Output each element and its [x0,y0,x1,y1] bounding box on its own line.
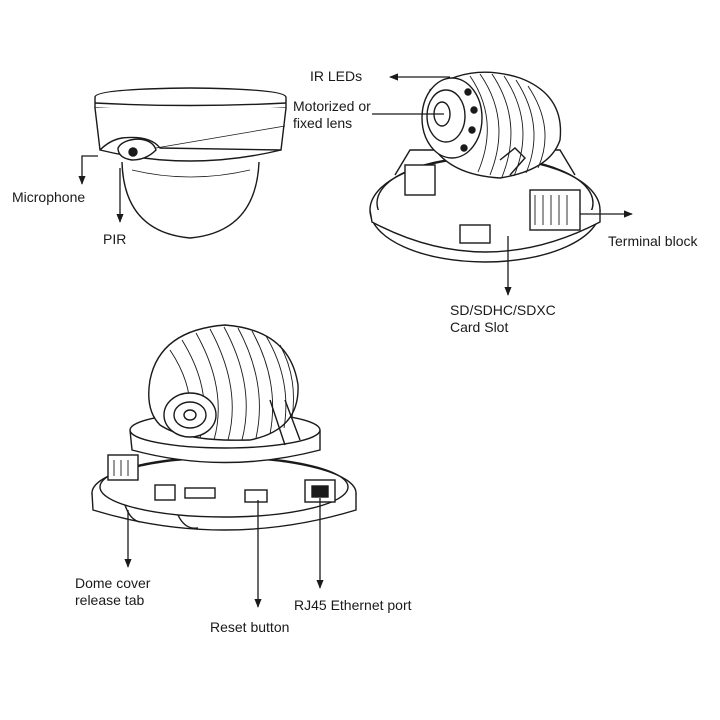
label-pir: PIR [103,231,127,247]
label-lens: Motorized or fixed lens [293,98,371,132]
label-microphone: Microphone [12,189,86,205]
dome-camera-open-ports [91,324,357,531]
label-ir-leds: IR LEDs [310,68,363,84]
label-lens-line1: Motorized or [293,98,371,114]
dome-camera-open-ir [369,71,601,263]
label-dome-line1: Dome cover [75,575,151,591]
label-reset: Reset button [210,619,290,635]
label-terminal-block: Terminal block [608,233,698,249]
label-rj45: RJ45 Ethernet port [294,597,412,613]
label-lens-line2: fixed lens [293,115,353,131]
label-sd-line2: Card Slot [450,319,509,335]
label-sd-card: SD/SDHC/SDXC Card Slot [450,302,556,336]
label-sd-line1: SD/SDHC/SDXC [450,302,556,318]
leader-microphone [78,155,98,185]
dome-camera-exterior [94,87,287,239]
label-dome-line2: release tab [75,592,145,608]
leader-lines [78,73,633,608]
label-dome-release: Dome cover release tab [75,575,150,609]
